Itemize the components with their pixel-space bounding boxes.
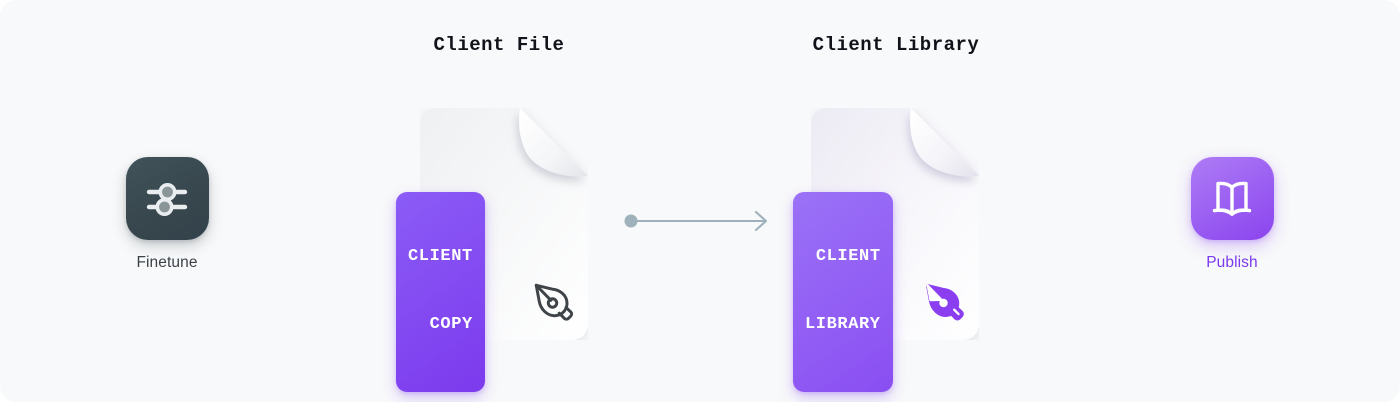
badge-line-1: CLIENT: [408, 247, 473, 267]
badge-line-1: CLIENT: [815, 247, 881, 267]
publish-label: Publish: [1206, 254, 1258, 271]
open-book-icon: [1212, 181, 1252, 216]
pen-nib-icon: [925, 284, 964, 321]
app-publish[interactable]: Publish: [1152, 157, 1312, 272]
badge-client-library: CLIENT LIBRARY: [793, 192, 893, 392]
publish-app-icon-tile[interactable]: [1190, 157, 1274, 240]
arrow-head-chevron: [754, 210, 768, 232]
column-title-client-file: Client File: [433, 34, 565, 56]
badge-line-2: COPY: [429, 315, 473, 335]
document-card-client-file[interactable]: CLIENT COPY: [396, 108, 588, 392]
app-finetune[interactable]: Finetune: [87, 157, 247, 272]
finetune-app-icon-tile[interactable]: [125, 157, 209, 240]
badge-line-2: LIBRARY: [805, 315, 881, 335]
flow-arrow: [624, 210, 768, 232]
document-card-client-library[interactable]: CLIENT LIBRARY: [793, 108, 979, 392]
badge-client-copy: CLIENT COPY: [396, 192, 485, 392]
column-title-client-library: Client Library: [812, 34, 980, 56]
finetune-label: Finetune: [136, 254, 198, 271]
sliders-icon: [146, 182, 188, 216]
arrow-start-dot: [624, 214, 638, 228]
pen-nib-icon: [534, 283, 574, 321]
